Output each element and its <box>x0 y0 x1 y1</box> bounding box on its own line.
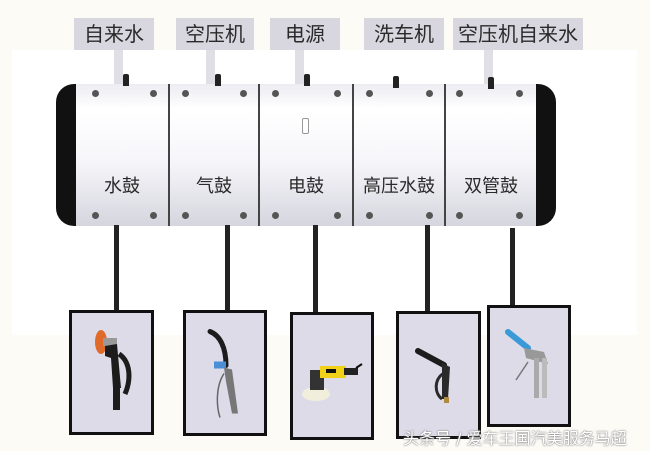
hose-line-high-pressure <box>425 225 430 312</box>
bolt <box>150 90 157 97</box>
hose-clip <box>215 74 221 86</box>
hose-clip <box>393 76 399 88</box>
hose-line-dual <box>510 228 515 306</box>
drum-segment-high-pressure-water: 高压水鼓 <box>352 84 444 226</box>
bolt <box>240 212 247 219</box>
socket-slot <box>302 118 309 134</box>
label-compressor-tap-water: 空压机自来水 <box>453 18 583 50</box>
hose-line-water <box>114 225 119 311</box>
drum-end-cap-right <box>534 84 556 226</box>
bolt <box>272 212 279 219</box>
electric-polisher-icon <box>302 363 363 401</box>
pressure-washer-gun-icon <box>414 348 450 403</box>
label-power: 电源 <box>270 18 340 50</box>
bolt <box>272 90 279 97</box>
segment-label: 高压水鼓 <box>363 176 435 197</box>
bolt <box>426 90 433 97</box>
bolt <box>516 90 523 97</box>
segment-label: 水鼓 <box>104 176 140 197</box>
label-stem <box>484 50 493 100</box>
bolt <box>516 212 523 219</box>
hose-line-air <box>225 225 230 311</box>
segment-label: 电鼓 <box>288 176 324 197</box>
label-stem <box>295 50 304 104</box>
label-washer: 洗车机 <box>364 18 444 50</box>
hose-clip <box>488 77 494 89</box>
label-stem <box>206 50 215 104</box>
drum-segment-dual-hose: 双管鼓 <box>444 84 536 226</box>
tool-box-spray-gun <box>69 310 154 435</box>
bolt <box>456 212 463 219</box>
drum-end-cap-left <box>56 84 78 226</box>
bolt <box>240 90 247 97</box>
hose-reel-drum: 水鼓 气鼓 电鼓 高压水鼓 双管鼓 <box>56 84 556 226</box>
bolt <box>366 90 373 97</box>
segment-label: 双管鼓 <box>464 176 518 197</box>
label-air-compressor: 空压机 <box>176 18 254 50</box>
bolt <box>92 212 99 219</box>
drum-segment-power: 电鼓 <box>258 84 352 226</box>
bolt <box>426 212 433 219</box>
drum-segment-air: 气鼓 <box>168 84 258 226</box>
label-tap-water: 自来水 <box>74 18 154 50</box>
watermark: 头条号 / 爱车王国汽美服务马超 <box>403 429 627 448</box>
cable-line-power <box>313 225 318 313</box>
bolt <box>456 90 463 97</box>
tool-box-polisher <box>290 312 374 440</box>
bolt <box>182 212 189 219</box>
bolt <box>334 212 341 219</box>
hose-clip <box>123 74 129 86</box>
bolt <box>182 90 189 97</box>
bolt <box>334 90 341 97</box>
air-blow-gun-icon <box>207 329 238 418</box>
segment-label: 气鼓 <box>196 176 232 197</box>
bolt <box>92 90 99 97</box>
bolt <box>366 212 373 219</box>
label-stem <box>114 50 123 104</box>
dual-foam-gun-icon <box>505 329 548 398</box>
tool-box-air-blow-gun <box>183 310 267 436</box>
tool-box-foam-gun <box>487 305 571 427</box>
drum-segment-water: 水鼓 <box>76 84 168 226</box>
tool-box-pressure-washer-gun <box>396 311 481 439</box>
garden-spray-nozzle-icon <box>94 329 131 410</box>
hose-clip <box>304 74 310 86</box>
bolt <box>150 212 157 219</box>
